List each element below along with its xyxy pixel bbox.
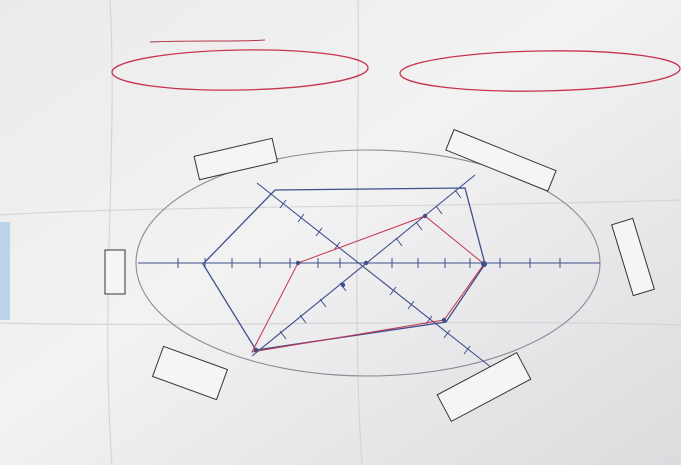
spoke-label-bottom-left: [151, 345, 229, 401]
spoke-label-left: [104, 249, 126, 295]
spoke-label-top-right: [445, 128, 557, 192]
spoke-label-top-left: [193, 137, 279, 181]
note-underline: [149, 39, 266, 43]
axis-topright-bottomleft: [251, 174, 476, 357]
title-bubble-left: [111, 49, 369, 91]
red-web: [251, 215, 485, 353]
radial-axes: [138, 174, 600, 369]
spoke-label-bottom-right: [436, 351, 532, 423]
sticky-note: [0, 222, 10, 320]
blue-hexagon: [202, 187, 486, 351]
spoke-label-right: [611, 217, 655, 297]
data-dots: [253, 213, 487, 353]
title-bubble-right: [399, 50, 681, 92]
axis-topleft-bottomright: [256, 182, 493, 369]
